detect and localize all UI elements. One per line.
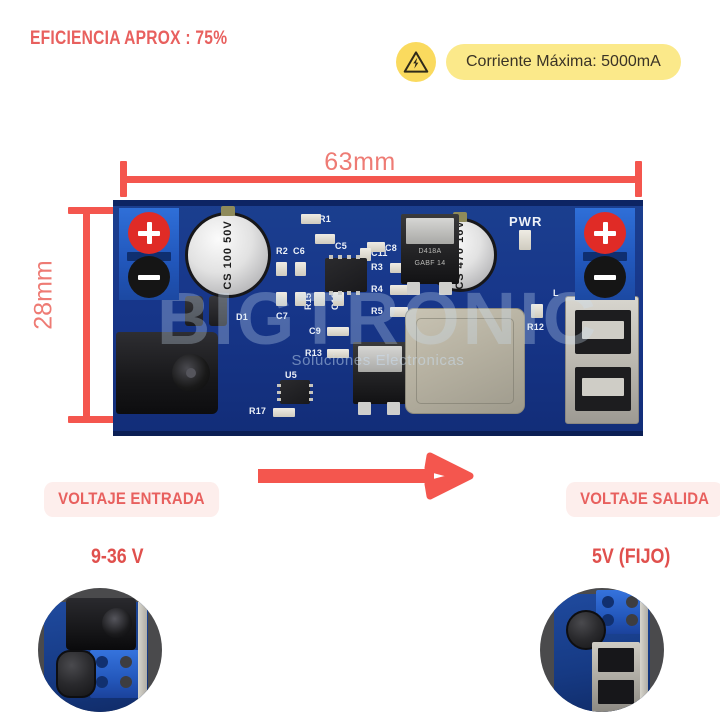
smd-c5: [315, 234, 335, 244]
silk-u5: U5: [285, 370, 297, 380]
height-dimension-label: 28mm: [29, 260, 58, 330]
silk-c11: C11: [371, 248, 388, 258]
silk-r3: R3: [371, 262, 383, 272]
smd-r1: [301, 214, 321, 224]
electrolytic-capacitor-input: CS 100 50V: [185, 206, 271, 298]
smd-c7: [276, 292, 287, 306]
max-current-label: Corriente Máxima: 5000mA: [446, 44, 681, 80]
inductor-inner-outline: [416, 318, 514, 404]
transistor-bottom-leg-2: [387, 402, 400, 415]
input-photo-jack-hole: [102, 608, 132, 638]
width-dimension-line: [120, 176, 642, 183]
usb-port-top: [575, 310, 631, 354]
smd-smd1: [314, 292, 325, 306]
smd-r13: [327, 349, 349, 358]
silk-c9: C9: [309, 326, 321, 336]
output-closeup-photo: [540, 588, 664, 712]
output-voltage-label: VOLTAJE SALIDA: [566, 482, 720, 517]
transistor-leg-1: [407, 282, 420, 295]
input-voltage-value: 9-36 V: [91, 545, 144, 568]
smd-c11: [360, 248, 371, 261]
usb-tongue-top: [582, 321, 624, 339]
silk-r2: R2: [276, 246, 288, 256]
output-terminal-block: [575, 208, 635, 300]
d1-pad-left: [185, 296, 203, 326]
usb-output-ports: [565, 296, 639, 424]
height-dimension-cap-bottom: [68, 416, 120, 423]
pcb-board-photo: R1 R2 C6 C5 C8 R3 R4 R5 C7 R15 C12 C9 R1…: [113, 200, 643, 436]
output-negative-badge: [584, 256, 626, 298]
silk-r1: R1: [319, 214, 331, 224]
silk-r13: R13: [305, 348, 323, 358]
smd-r2: [276, 262, 287, 276]
height-dimension-cap-top: [68, 207, 120, 214]
transistor-bottom: [353, 342, 407, 415]
usb-tongue-bottom: [582, 378, 624, 396]
silk-c5: C5: [335, 241, 347, 251]
smd-c12: [333, 292, 344, 306]
capacitor-tab-2: [453, 212, 467, 222]
u5-ic-chip: [277, 380, 313, 404]
width-dimension-cap-right: [635, 161, 642, 197]
smd-r17: [273, 408, 295, 417]
usb-port-bottom: [575, 367, 631, 411]
silk-c7: C7: [276, 311, 288, 321]
width-dimension-cap-left: [120, 161, 127, 197]
electrical-hazard-triangle-icon: [396, 42, 436, 82]
capacitor-tab: [221, 206, 235, 216]
main-ic-chip: [325, 255, 367, 295]
silk-r12: R12: [527, 322, 545, 332]
smd-c8: [367, 242, 385, 252]
capacitor-input-label: CS 100 50V: [222, 220, 234, 290]
output-voltage-value: 5V (FIJO): [592, 545, 671, 568]
transistor-marking-2: GABF 14: [414, 260, 446, 267]
transistor-marking-1: D418A: [418, 248, 442, 255]
smd-r4: [390, 285, 408, 295]
power-inductor: [405, 308, 525, 414]
smd-c6: [295, 262, 306, 276]
height-dimension-line: [83, 207, 90, 423]
transistor-leg-2: [439, 282, 452, 295]
smd-r12: [531, 304, 543, 318]
silk-c6: C6: [293, 246, 305, 256]
right-arrow-icon: [258, 452, 478, 505]
width-dimension-label: 63mm: [324, 148, 396, 176]
smd-r5: [390, 307, 408, 317]
silk-l: L: [553, 288, 559, 298]
max-current-badge: Corriente Máxima: 5000mA: [396, 42, 681, 82]
board-top-edge: [113, 200, 643, 206]
output-photo-usb: [592, 642, 640, 712]
dc-jack-center-pin: [186, 368, 196, 378]
input-negative-badge: [128, 256, 170, 298]
smd-c9: [327, 327, 349, 336]
output-positive-badge: [584, 212, 626, 254]
board-bottom-edge: [113, 431, 643, 436]
input-voltage-label: VOLTAJE ENTRADA: [44, 482, 219, 517]
smd-r3: [390, 263, 408, 273]
efficiency-title: EFICIENCIA APROX : 75%: [30, 28, 228, 49]
silk-r17: R17: [249, 406, 267, 416]
input-photo-terminal: [90, 650, 142, 698]
output-photo-rail: [640, 594, 648, 712]
input-photo-rail: [138, 602, 147, 712]
silk-c8: C8: [385, 243, 397, 253]
smd-r15: [295, 292, 306, 306]
silk-d1: D1: [236, 312, 248, 322]
smd-pwr-led: [519, 230, 531, 250]
input-terminal-block: [119, 208, 179, 300]
silk-r5: R5: [371, 306, 383, 316]
transistor-heat-pad: [406, 218, 454, 244]
dc-barrel-jack: [116, 332, 218, 414]
d1-pad-right: [209, 296, 227, 326]
input-closeup-photo: [38, 588, 162, 712]
input-photo-capacitor: [56, 650, 96, 698]
input-positive-badge: [128, 212, 170, 254]
transistor-heat-pad-2: [358, 346, 402, 372]
transistor-top: D418A GABF 14: [401, 214, 459, 295]
transistor-bottom-leg-1: [358, 402, 371, 415]
silk-pwr: PWR: [509, 214, 543, 229]
silk-r4: R4: [371, 284, 383, 294]
input-photo-jack: [66, 598, 136, 650]
